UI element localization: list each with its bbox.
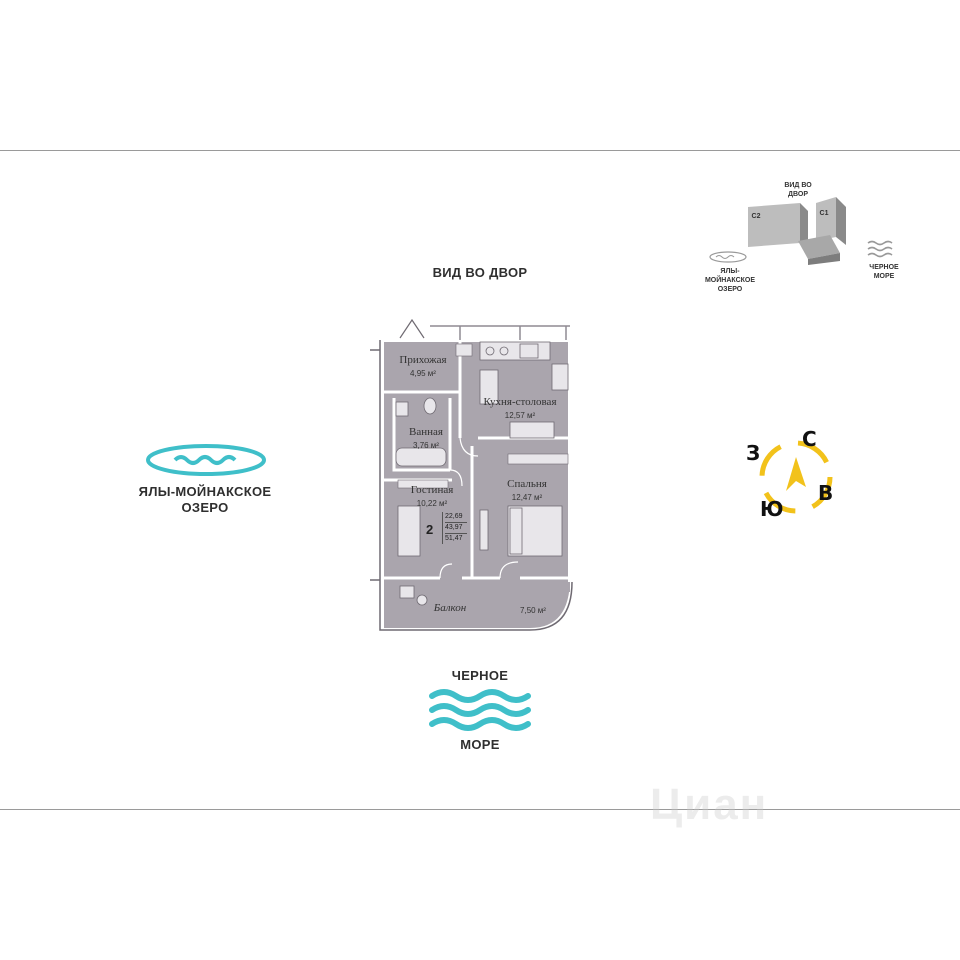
compass-ring: [759, 440, 833, 514]
mini-lake-label: ЯЛЫ-МОЙНАКСКОЕ ОЗЕРО: [698, 267, 762, 294]
mini-view-label: ВИД ВО ДВОР: [776, 181, 820, 199]
area-living: 22,69: [445, 512, 467, 523]
compass-north: С: [802, 427, 817, 451]
lake-label-line2: ОЗЕРО: [181, 500, 229, 515]
mini-sea-line2: МОРЕ: [873, 273, 895, 280]
mini-view-line1: ВИД ВО: [784, 182, 812, 189]
room-bedroom-area: 12,47 м²: [511, 493, 543, 502]
room-kitchen-area: 12,57 м²: [504, 411, 536, 420]
room-kitchen: Кухня-столовая 12,57 м²: [470, 396, 570, 422]
area-total: 43,97: [445, 523, 467, 534]
room-bedroom-name: Спальня: [507, 478, 547, 490]
compass-south: Ю: [760, 497, 784, 521]
room-balcony-name: Балкон: [433, 602, 467, 614]
room-bedroom: Спальня 12,47 м²: [482, 478, 572, 504]
sea-waves-icon: [429, 689, 531, 731]
room-bathroom-name: Ванная: [409, 426, 443, 438]
floor-plan: Прихожая 4,95 м² Кухня-столовая 12,57 м²…: [370, 310, 590, 640]
room-bathroom: Ванная 3,76 м²: [400, 426, 452, 452]
mini-lake-line1: ЯЛЫ-МОЙНАКСКОЕ: [704, 268, 756, 284]
room-living-area: 10,22 м²: [416, 499, 448, 508]
plan-frame: [0, 150, 960, 810]
lake-label-line1: ЯЛЫ-МОЙНАКСКОЕ: [138, 484, 272, 499]
rooms-count: 2: [426, 522, 434, 537]
room-hallway-name: Прихожая: [399, 354, 447, 366]
mini-sea-line1: ЧЕРНОЕ: [869, 264, 899, 271]
compass: С В Ю З: [746, 425, 848, 525]
watermark: Циан: [650, 780, 769, 829]
site-mini-map: ВИД ВО ДВОР C2 C1 ЯЛЫ-МОЙНАКСКОЕ ОЗЕРО Ч…: [700, 175, 920, 295]
compass-east: В: [818, 481, 834, 505]
room-living-name: Гостиная: [410, 484, 454, 496]
mini-sea-label: ЧЕРНОЕ МОРЕ: [862, 263, 906, 281]
mini-lake-line2: ОЗЕРО: [717, 286, 743, 293]
sea-label-line2: МОРЕ: [460, 737, 500, 752]
sea-label-line1: ЧЕРНОЕ: [451, 668, 509, 683]
mini-c1-label: C1: [819, 210, 829, 217]
lake-icon: [146, 444, 266, 476]
site-buildings: [709, 197, 893, 265]
view-courtyard-label: ВИД ВО ДВОР: [432, 265, 528, 280]
room-hallway: Прихожая 4,95 м²: [388, 354, 458, 380]
mini-view-line2: ДВОР: [788, 191, 808, 198]
balcony-floor: [382, 578, 570, 628]
floor-plan-drawing: [370, 318, 573, 631]
mini-c2-label: C2: [751, 213, 761, 220]
area-breakdown: 22,69 43,97 51,47: [442, 512, 467, 544]
area-with-balcony: 51,47: [445, 535, 463, 542]
room-bathroom-area: 3,76 м²: [413, 441, 439, 450]
compass-arrow-icon: [786, 457, 806, 491]
room-kitchen-name: Кухня-столовая: [483, 396, 557, 408]
apartment-summary: 2 22,69 43,97 51,47: [426, 512, 467, 552]
room-hallway-area: 4,95 м²: [410, 369, 436, 378]
room-balcony-area: 7,50 м²: [520, 606, 546, 615]
room-living: Гостиная 10,22 м²: [394, 484, 470, 510]
compass-west: З: [746, 441, 761, 465]
